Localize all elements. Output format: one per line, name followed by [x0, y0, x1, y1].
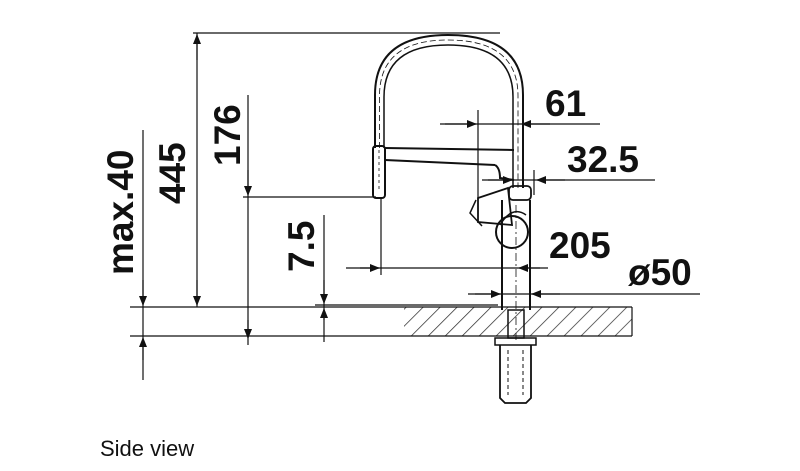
countertop	[130, 306, 633, 337]
dim-spout-offset: 32.5	[567, 139, 639, 180]
dim-total-height: 445	[152, 142, 193, 204]
dimension-lines	[139, 32, 700, 380]
faucet-body	[372, 33, 537, 404]
drawing-caption: Side view	[100, 436, 195, 461]
dim-base-diameter: ø50	[628, 252, 692, 293]
dimension-labels: max.40 445 176 7.5 61 32.5 205 ø50	[100, 83, 692, 293]
dim-spout-reach: 205	[549, 225, 611, 266]
dim-max-depth: max.40	[100, 150, 141, 276]
dim-spout-height: 176	[207, 104, 248, 166]
dim-aerator-height: 7.5	[281, 221, 322, 272]
dim-handle-offset: 61	[545, 83, 586, 124]
